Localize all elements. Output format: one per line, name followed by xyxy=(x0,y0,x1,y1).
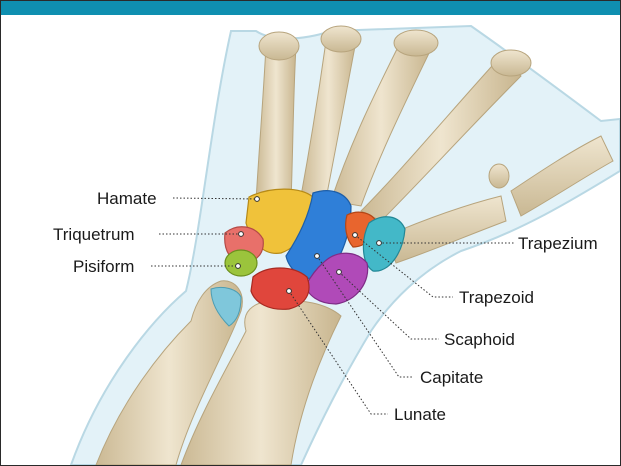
metacarpal-3-head xyxy=(394,30,438,56)
metacarpal-4-head xyxy=(321,26,361,52)
metacarpal-5-head xyxy=(259,32,299,60)
lunate-bone xyxy=(251,268,309,309)
label-hamate: Hamate xyxy=(97,189,157,208)
pisiform-bone xyxy=(225,250,257,276)
label-scaphoid: Scaphoid xyxy=(444,330,515,349)
label-lunate: Lunate xyxy=(394,405,446,424)
label-trapezoid: Trapezoid xyxy=(459,288,534,307)
thumb-sesamoid xyxy=(489,164,509,188)
metacarpal-2-head xyxy=(491,50,531,76)
label-trapezium: Trapezium xyxy=(518,234,598,253)
label-pisiform: Pisiform xyxy=(73,257,134,276)
label-capitate: Capitate xyxy=(420,368,483,387)
label-triquetrum: Triquetrum xyxy=(53,225,135,244)
